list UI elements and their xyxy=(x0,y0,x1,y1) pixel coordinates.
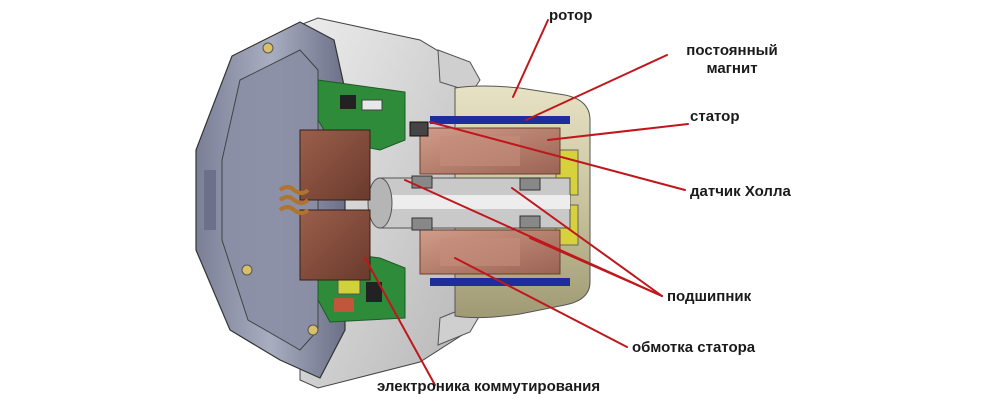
coil-blocks xyxy=(278,129,371,281)
leader-rotor xyxy=(512,19,549,98)
stator-core xyxy=(419,127,561,275)
label-commutation-electronics: электроника коммутирования xyxy=(377,378,601,395)
label-stator: статор xyxy=(690,108,740,125)
label-permanent-magnet: постоянный магнит xyxy=(672,42,792,78)
label-stator-winding: обмотка статора xyxy=(632,339,756,356)
label-permanent-magnet-line2: магнит xyxy=(706,60,758,77)
label-bearing: подшипник xyxy=(667,288,752,305)
housing-cover xyxy=(195,21,346,379)
leader-hall-sensor xyxy=(429,121,686,191)
leader-magnet xyxy=(525,54,668,121)
leader-stator-winding xyxy=(454,257,628,348)
label-rotor: ротор xyxy=(549,7,593,24)
leader-electronics xyxy=(364,257,436,386)
label-permanent-magnet-line1: постоянный xyxy=(686,42,778,59)
leader-lines xyxy=(364,19,689,386)
permanent-magnet-top xyxy=(430,116,570,124)
hall-sensor-chip xyxy=(409,121,429,137)
label-hall-sensor: датчик Холла xyxy=(690,183,791,200)
leader-stator xyxy=(547,123,689,141)
leader-bearing-3 xyxy=(529,237,663,297)
leader-bearing-2 xyxy=(511,187,663,297)
